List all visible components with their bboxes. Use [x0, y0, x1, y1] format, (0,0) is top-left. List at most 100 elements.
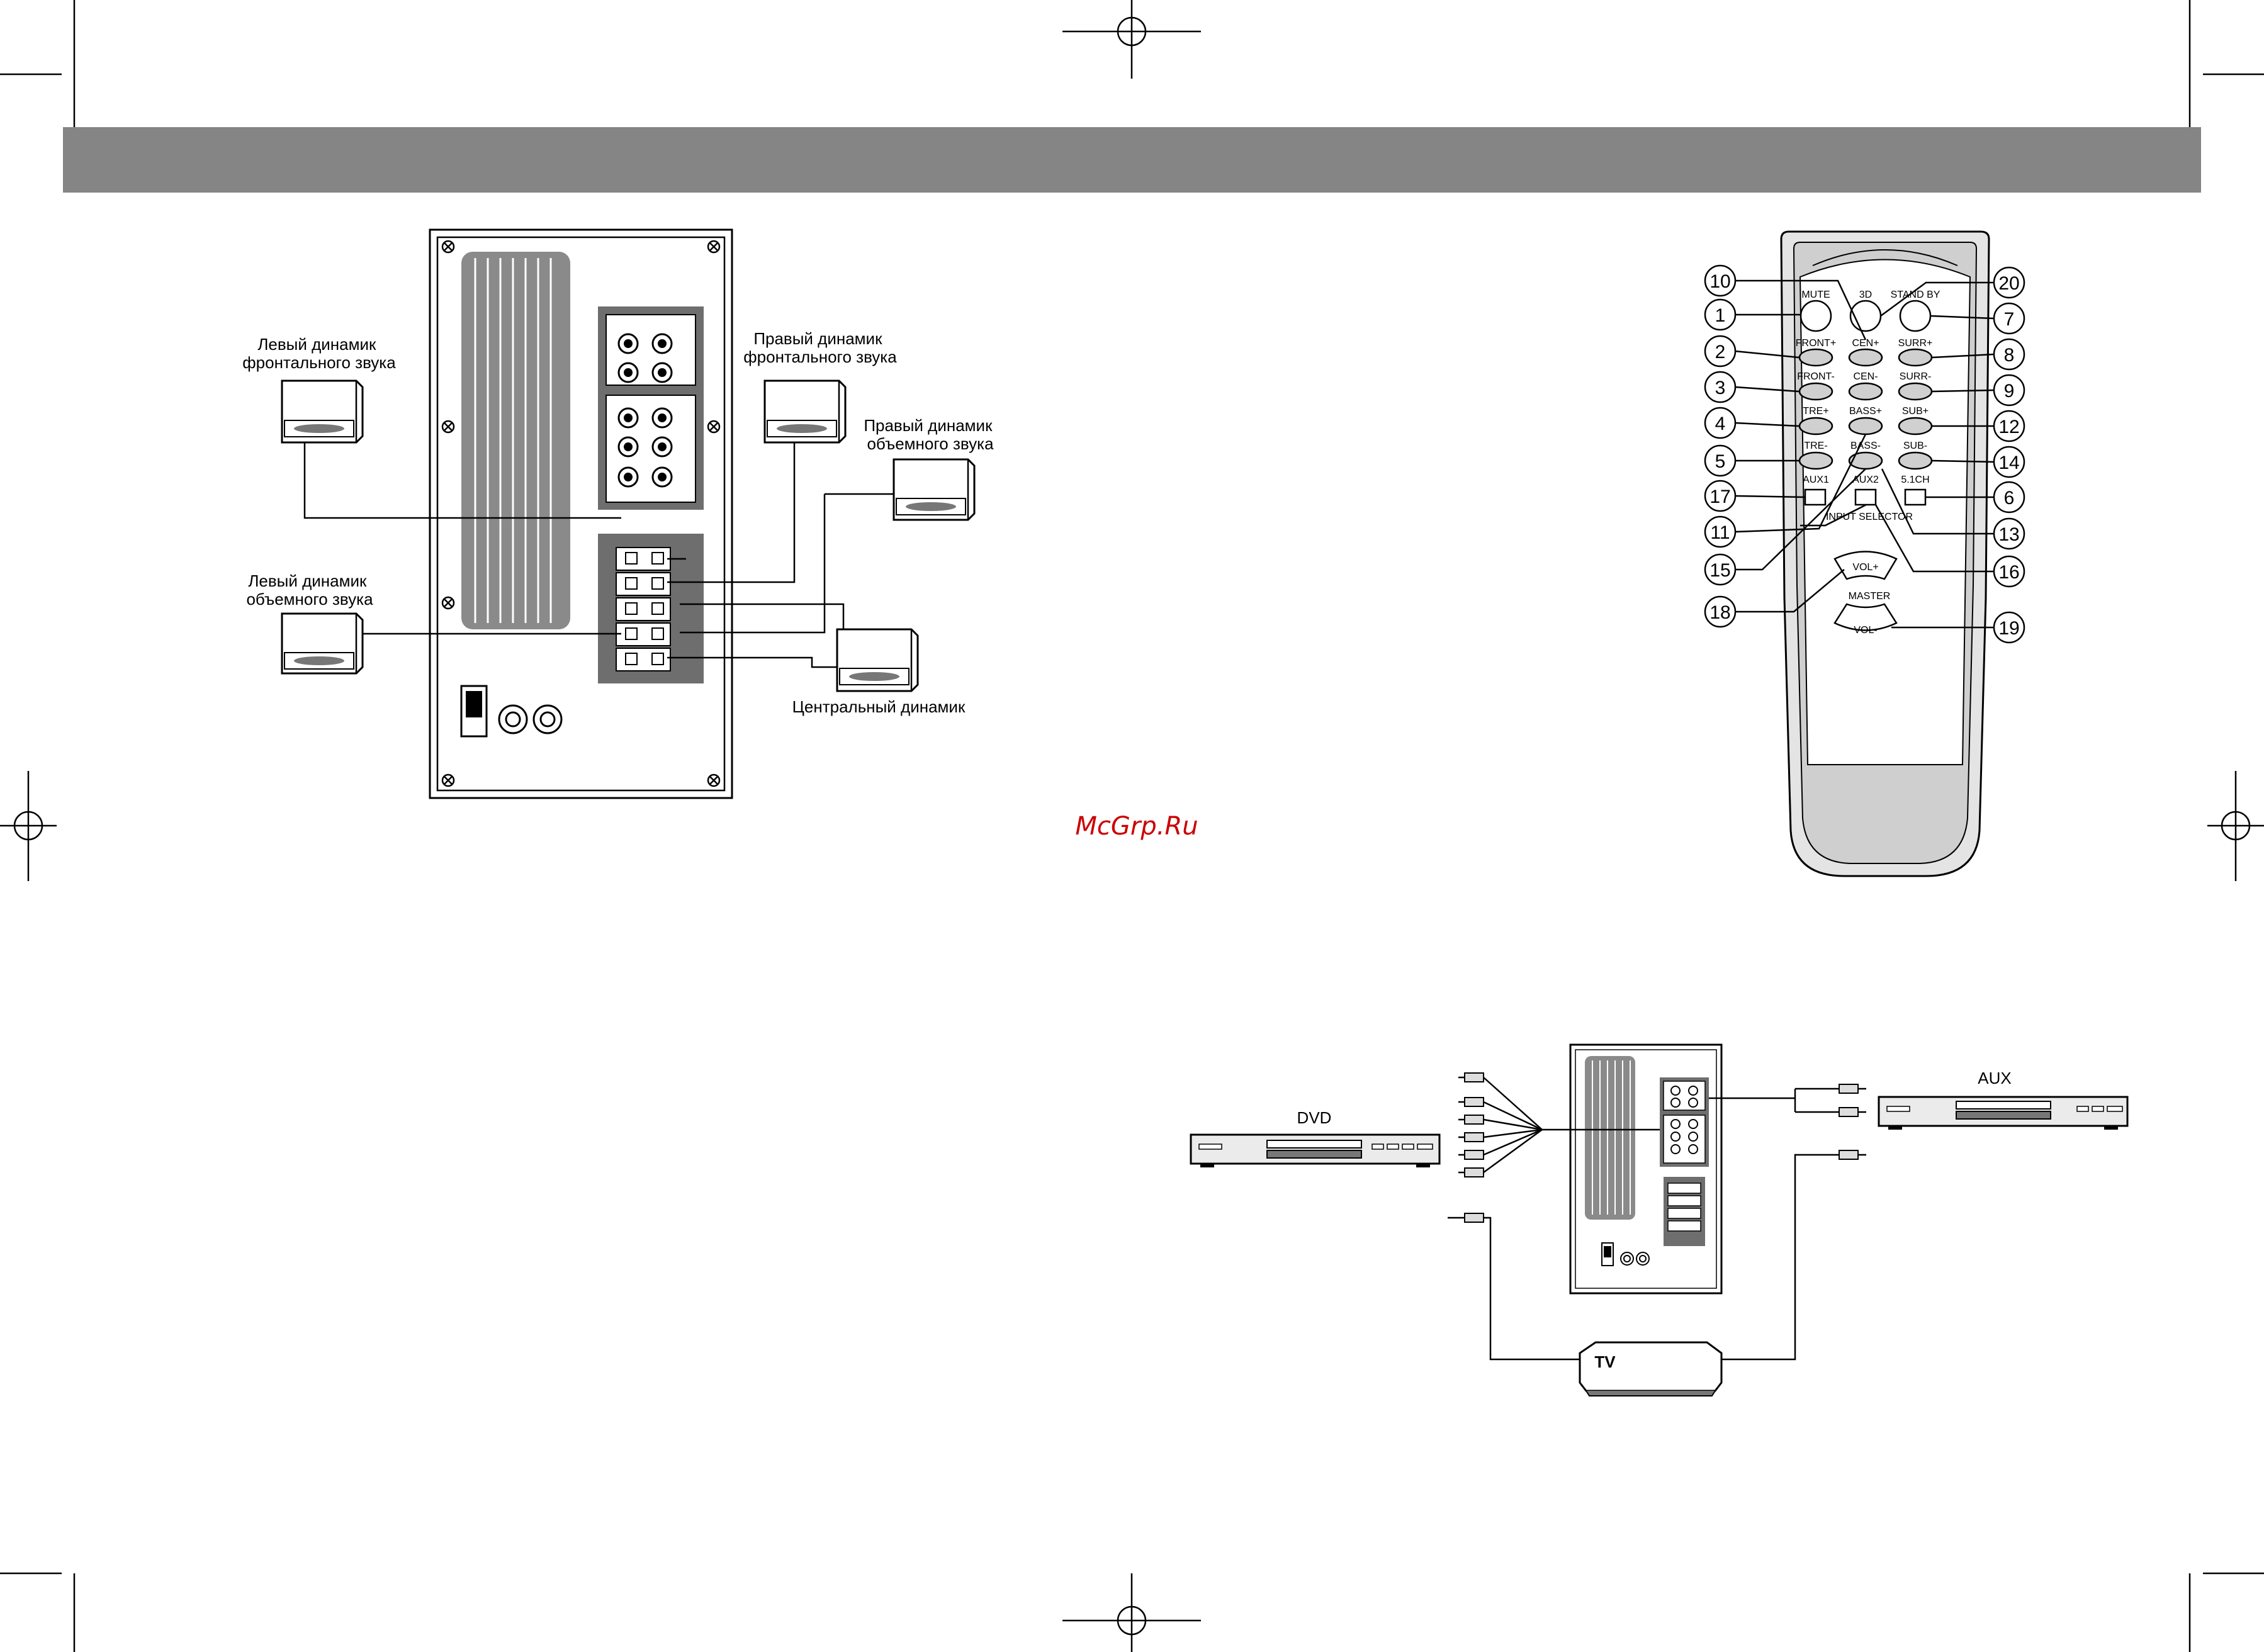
bass-plus-button[interactable]: [1848, 417, 1883, 435]
svg-text:5.1CH: 5.1CH: [1901, 475, 1929, 485]
aux2-button[interactable]: [1854, 488, 1877, 506]
center-speaker: [836, 628, 919, 692]
tre-minus-button[interactable]: [1798, 451, 1833, 470]
screw-icon: [441, 240, 721, 787]
callout-number: 20: [1998, 273, 2019, 294]
rca-plugs-aux: [1839, 1084, 1866, 1160]
standby-button[interactable]: [1899, 300, 1932, 332]
input-jack-icon: [498, 704, 563, 734]
surround-right-speaker: [893, 458, 976, 521]
tv-label: TV: [1594, 1352, 1616, 1371]
svg-text:SURR-: SURR-: [1900, 371, 1932, 382]
svg-text:SUB+: SUB+: [1902, 406, 1929, 417]
svg-text:MASTER: MASTER: [1849, 591, 1891, 602]
heatsink: [461, 252, 570, 629]
callout-number: 13: [1998, 524, 2019, 545]
svg-text:FRONT+: FRONT+: [1796, 338, 1836, 349]
subwoofer-panel: [429, 228, 733, 799]
dvd-player: [1190, 1133, 1441, 1167]
svg-text:3D: 3D: [1859, 289, 1872, 300]
callout-number: 16: [1998, 562, 2019, 583]
svg-text:BASS+: BASS+: [1849, 406, 1882, 417]
callout-circles-left: 10 1 2 3 4 5 17 11 15 18: [1704, 264, 1737, 628]
callout-number: 12: [1998, 417, 2019, 437]
speaker-wires: [303, 442, 894, 668]
callout-number: 15: [1709, 560, 1730, 581]
registration-mark-bottom: [1062, 1573, 1201, 1652]
watermark: McGrp.Ru: [1075, 812, 1198, 841]
remote-round-buttons: [1799, 300, 1932, 332]
svg-text:SURR+: SURR+: [1898, 338, 1933, 349]
svg-text:AUX1: AUX1: [1803, 475, 1829, 485]
callout-number: 7: [2004, 309, 2015, 330]
svg-text:VOL+: VOL+: [1852, 562, 1878, 573]
callout-number: 9: [2004, 381, 2015, 402]
registration-mark-right: [2207, 771, 2264, 881]
front-right-label: Правый динамик фронтального звука: [743, 329, 897, 366]
callout-lines: [1735, 279, 1995, 629]
5-1ch-button[interactable]: [1904, 488, 1927, 506]
vol-plus-button[interactable]: [1833, 551, 1898, 580]
aux1-button[interactable]: [1804, 488, 1827, 506]
callout-number: 10: [1709, 271, 1730, 292]
speaker-wiring-diagram: Левый динамик фронтального звука Правый …: [242, 228, 996, 799]
rca-plugs-dvd: [1448, 1072, 1484, 1223]
svg-text:MUTE: MUTE: [1801, 289, 1830, 300]
vol-minus-button[interactable]: [1833, 603, 1898, 631]
front-plus-button[interactable]: [1798, 348, 1833, 367]
svg-text:BASS-: BASS-: [1850, 441, 1881, 451]
callout-circles-right: 20 7 8 9 12 14 6 13 16 19: [1993, 266, 2025, 644]
callout-number: 18: [1709, 602, 1730, 623]
callout-number: 5: [1715, 451, 1726, 472]
registration-mark-left: [0, 771, 57, 881]
rca-input-block: [598, 306, 704, 510]
callout-number: 3: [1715, 378, 1726, 398]
svg-text:TRE-: TRE-: [1804, 441, 1827, 451]
bass-minus-button[interactable]: [1848, 451, 1883, 470]
connection-wires: [1483, 1077, 1839, 1361]
front-minus-button[interactable]: [1798, 382, 1833, 401]
callout-number: 4: [1715, 413, 1726, 434]
tre-plus-button[interactable]: [1798, 417, 1833, 435]
center-label: Центральный динамик: [792, 697, 966, 716]
input-selector-buttons: [1804, 488, 1927, 506]
remote-labels: MUTE 3D STAND BY FRONT+ CEN+ SURR+ FRONT…: [1796, 289, 1940, 636]
power-switch-icon: [460, 685, 488, 738]
speaker-terminal-block: [598, 534, 704, 683]
callout-number: 2: [1715, 342, 1726, 362]
remote-oval-buttons: [1798, 348, 1933, 470]
callout-number: 19: [1998, 618, 2019, 639]
connection-diagram: DVD AUX: [1190, 1043, 2129, 1396]
front-right-speaker: [763, 379, 847, 444]
svg-text:STAND BY: STAND BY: [1891, 289, 1940, 300]
sub-plus-button[interactable]: [1898, 417, 1933, 435]
sub-minus-button[interactable]: [1898, 451, 1933, 470]
surround-left-speaker: [281, 612, 364, 675]
front-left-speaker: [281, 379, 364, 444]
cen-plus-button[interactable]: [1848, 348, 1883, 367]
subwoofer-small: [1569, 1043, 1723, 1295]
surr-minus-button[interactable]: [1898, 382, 1933, 401]
header-bar: [63, 127, 2201, 193]
surr-plus-button[interactable]: [1898, 348, 1933, 367]
callout-number: 6: [2004, 488, 2015, 509]
registration-mark-top: [1062, 0, 1201, 79]
aux-label: AUX: [1978, 1069, 2011, 1087]
callout-number: 17: [1709, 486, 1730, 507]
callout-number: 1: [1715, 305, 1726, 326]
surround-left-label: Левый динамик объемного звука: [246, 571, 373, 609]
surround-right-label: Правый динамик объемного звука: [864, 416, 996, 453]
svg-text:CEN+: CEN+: [1852, 338, 1879, 349]
svg-text:TRE+: TRE+: [1803, 406, 1828, 417]
aux-device: [1878, 1096, 2129, 1130]
svg-text:SUB-: SUB-: [1903, 441, 1927, 451]
dvd-label: DVD: [1297, 1108, 1332, 1127]
svg-text:VOL-: VOL-: [1854, 625, 1877, 636]
mute-button[interactable]: [1799, 300, 1832, 332]
svg-text:INPUT SELECTOR: INPUT SELECTOR: [1826, 512, 1913, 522]
svg-text:AUX2: AUX2: [1852, 475, 1879, 485]
cen-minus-button[interactable]: [1848, 382, 1883, 401]
front-left-label: Левый динамик фронтального звука: [242, 335, 396, 372]
